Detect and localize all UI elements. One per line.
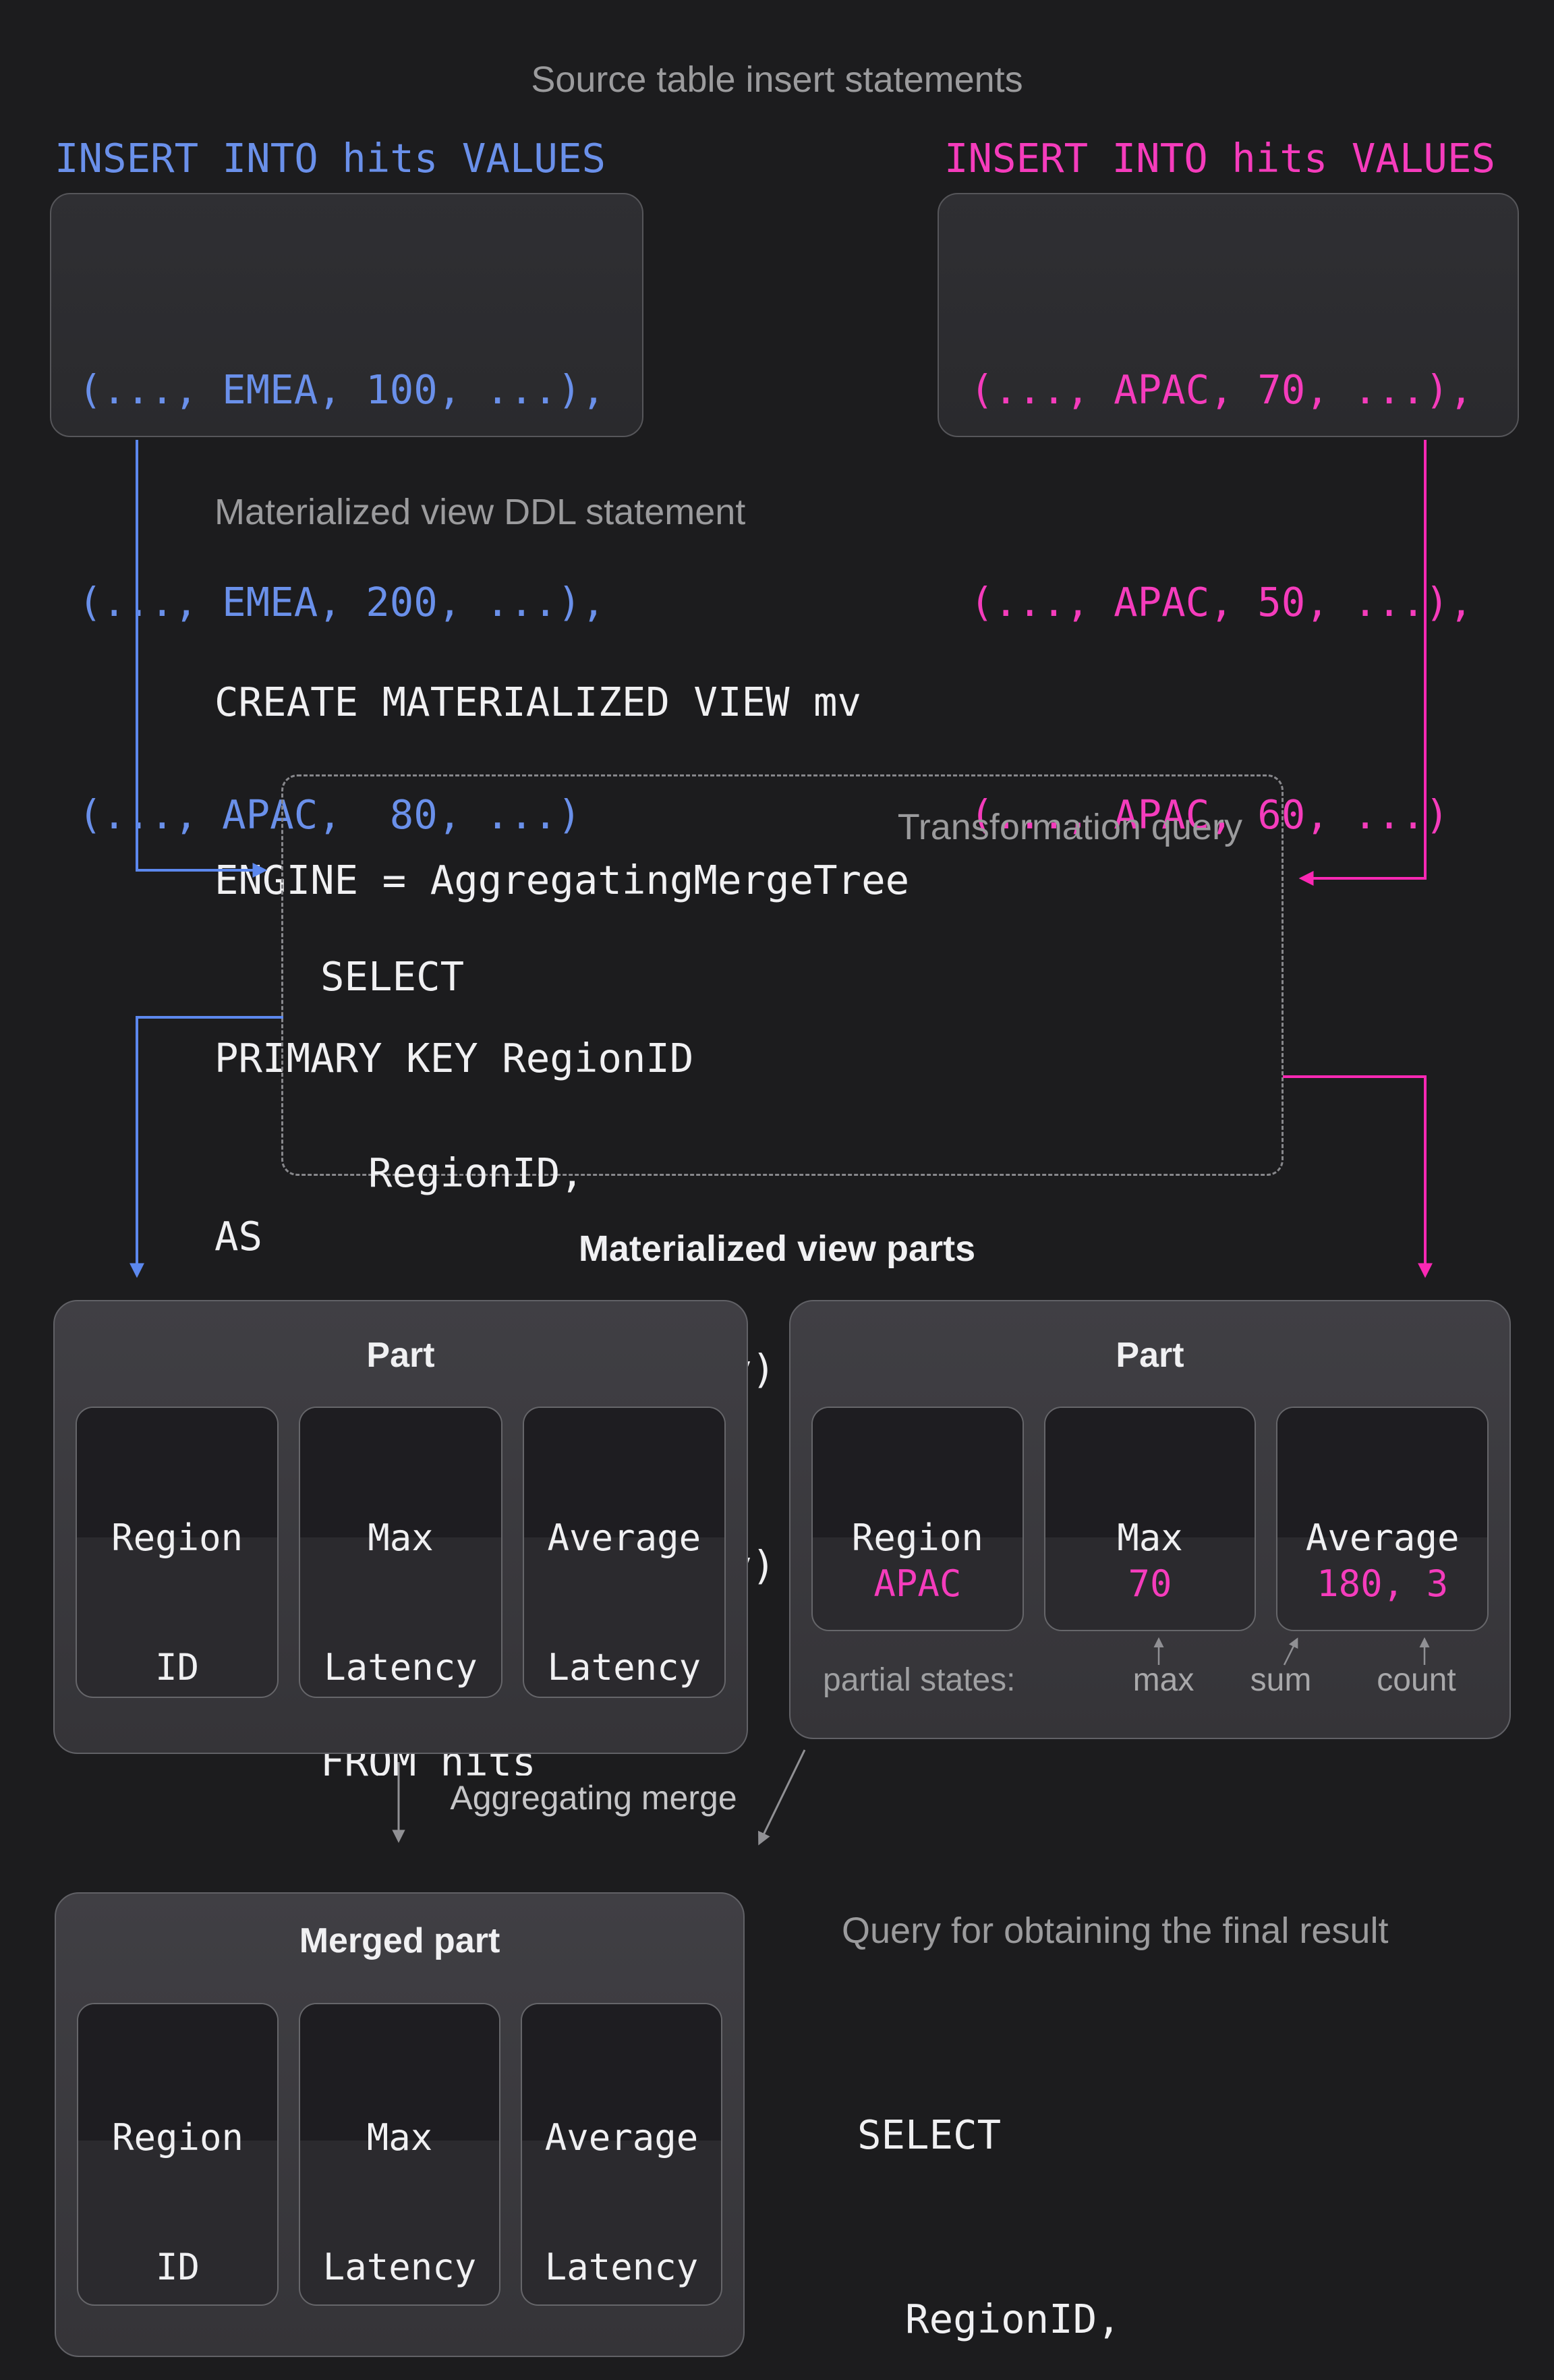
column-max-latency: Max Latency 200 80 [299, 2003, 500, 2306]
partial-state-count: count [1362, 1662, 1470, 1702]
cell-value: 70 [1128, 1562, 1172, 1605]
insert-right-row: (..., APAC, 70, ...), [970, 354, 1518, 425]
column-max-latency: Max Latency 200 80 [299, 1407, 502, 1698]
transform-line: RegionID, [320, 1140, 1111, 1206]
transform-line: SELECT [320, 944, 1111, 1009]
partial-state-sum: sum [1227, 1662, 1335, 1702]
column-header: Region ID [78, 2004, 277, 2141]
merged-part-columns: Region ID EMEA APAC Max Latency 200 [77, 2003, 722, 2306]
column-header: Max Latency [300, 2004, 499, 2141]
ddl-line: CREATE MATERIALIZED VIEW mv [214, 673, 909, 732]
insert-right-box: (..., APAC, 70, ...), (..., APAC, 50, ..… [938, 193, 1519, 437]
column-header: Max Latency [300, 1408, 500, 1537]
column-values: 200 80 [300, 1537, 500, 1698]
column-region-id: Region ID APAC [811, 1407, 1024, 1631]
insert-left-row: (..., EMEA, 100, ...), [78, 354, 642, 425]
transformation-query-box: Transformation query SELECT RegionID, ma… [281, 774, 1284, 1176]
column-average-latency: Average Latency 300, 2 80, 1 [523, 1407, 726, 1698]
column-values: EMEA APAC [78, 2141, 277, 2306]
column-values: 300, 2 80, 1 [524, 1537, 724, 1698]
cell-value: 300, 2 [522, 2303, 721, 2306]
merged-part-title: Merged part [56, 1921, 743, 1961]
column-header: Max Latency [1045, 1408, 1255, 1537]
insert-left-label: INSERT INTO hits VALUES [55, 135, 606, 181]
column-max-latency: Max Latency 70 [1044, 1407, 1257, 1631]
merged-part-box: Merged part Region ID EMEA APAC Max Lat [55, 1892, 745, 2357]
insert-right-label: INSERT INTO hits VALUES [944, 135, 1495, 181]
part-right-columns: Region ID APAC Max Latency 70 [811, 1407, 1489, 1631]
final-query-code: SELECT RegionID, maxMerge(MaxLatency), a… [857, 1981, 1408, 2380]
column-values: APAC [813, 1537, 1023, 1630]
column-values: 300, 2 260, 4 [522, 2141, 721, 2306]
column-values: 200 80 [300, 2141, 499, 2306]
column-values: 180, 3 [1277, 1537, 1487, 1630]
part-right-title: Part [790, 1335, 1509, 1376]
final-line: RegionID, [857, 2288, 1408, 2350]
column-values: 70 [1045, 1537, 1255, 1630]
column-header: Region ID [77, 1408, 277, 1537]
column-region-id: Region ID EMEA APAC [77, 2003, 279, 2306]
partial-states-label: partial states: [823, 1662, 1015, 1702]
final-query-heading: Query for obtaining the final result [842, 1910, 1388, 1952]
cell-value: APAC [873, 1562, 961, 1605]
column-values: EMEA APAC [77, 1537, 277, 1698]
part-left-columns: Region ID EMEA APAC Max Latency 200 [76, 1407, 726, 1698]
part-box-left: Part Region ID EMEA APAC Max Latency [53, 1300, 748, 1754]
column-header: Average Latency [1277, 1408, 1487, 1537]
partial-state-max: max [1110, 1662, 1217, 1702]
final-line: SELECT [857, 2104, 1408, 2165]
column-region-id: Region ID EMEA APAC [76, 1407, 279, 1698]
insert-right-row: (..., APAC, 50, ...), [970, 567, 1518, 638]
cell-value: 180, 3 [1317, 1562, 1448, 1605]
column-average-latency: Average Latency 300, 2 260, 4 [521, 2003, 722, 2306]
ddl-heading: Materialized view DDL statement [214, 491, 745, 533]
cell-value: 200 [300, 2303, 499, 2306]
column-header: Average Latency [524, 1408, 724, 1537]
column-header: Average Latency [522, 2004, 721, 2141]
cell-value: EMEA [78, 2303, 277, 2306]
materialized-view-parts-heading: Materialized view parts [0, 1228, 1554, 1270]
aggregating-merge-label: Aggregating merge [378, 1776, 809, 1820]
insert-left-box: (..., EMEA, 100, ...), (..., EMEA, 200, … [50, 193, 643, 437]
column-average-latency: Average Latency 180, 3 [1276, 1407, 1489, 1631]
column-header: Region ID [813, 1408, 1023, 1537]
part-left-title: Part [55, 1335, 747, 1376]
source-table-heading: Source table insert statements [0, 59, 1554, 101]
